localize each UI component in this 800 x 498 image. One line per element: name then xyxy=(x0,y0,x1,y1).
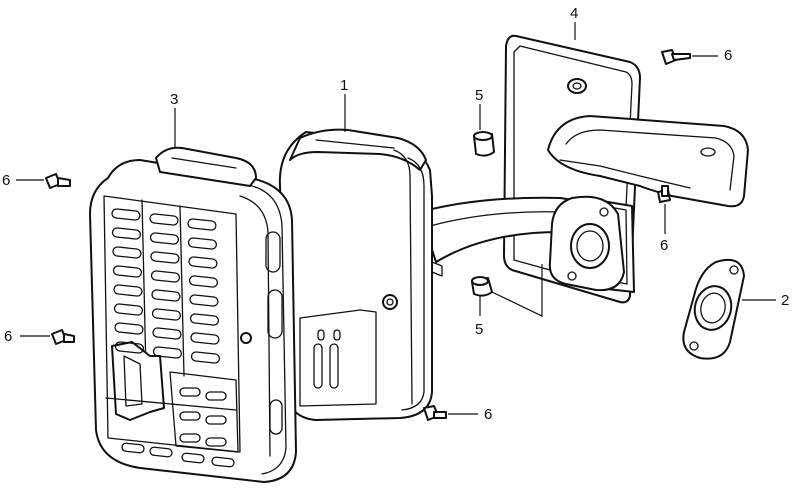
protector-slot xyxy=(189,313,220,326)
callout-part-3: 3 xyxy=(170,91,178,108)
callout-part-1: 1 xyxy=(340,77,348,94)
protector-slot xyxy=(179,411,201,421)
protector-slot xyxy=(150,270,181,283)
protector-slot xyxy=(114,341,145,354)
protector-slot xyxy=(190,332,220,345)
callout-part-4: 4 xyxy=(570,5,578,22)
protector-slot xyxy=(189,294,219,307)
callout-numbers: 3 1 4 5 5 6 6 6 6 6 2 xyxy=(2,5,789,423)
bolt-right-mid xyxy=(657,185,671,203)
muffler-protector xyxy=(89,146,297,483)
protector-slot xyxy=(149,446,173,458)
muffler-body xyxy=(278,128,443,421)
protector-slot xyxy=(188,275,219,288)
protector-slot xyxy=(205,415,227,425)
protector-slot xyxy=(111,208,141,221)
protector-slot xyxy=(112,265,143,278)
protector-slot xyxy=(190,351,221,364)
protector-slot-grid xyxy=(111,208,235,468)
callout-part-6-right-mid: 6 xyxy=(660,237,668,254)
heat-shield-bracket xyxy=(503,34,749,304)
protector-slot xyxy=(149,213,179,226)
protector-slot xyxy=(205,437,227,447)
bolt-left-lower xyxy=(51,329,75,345)
callout-part-5-upper: 5 xyxy=(475,87,483,104)
protector-slot xyxy=(152,327,182,340)
protector-slot xyxy=(211,456,235,468)
callout-part-2: 2 xyxy=(781,292,789,309)
protector-slot xyxy=(205,391,227,401)
protector-slot xyxy=(151,308,182,321)
callout-part-6-bottom: 6 xyxy=(484,406,492,423)
protector-slot xyxy=(150,251,180,264)
protector-slot xyxy=(152,346,183,359)
protector-slot xyxy=(151,289,181,302)
callout-part-6-top-right: 6 xyxy=(724,47,732,64)
leader-lines xyxy=(16,22,776,415)
protector-slot xyxy=(113,284,143,297)
exhaust-gasket xyxy=(682,258,745,360)
protector-slot xyxy=(114,322,144,335)
protector-slot xyxy=(179,433,201,443)
callout-part-5-lower: 5 xyxy=(475,321,483,338)
protector-slot xyxy=(121,442,145,454)
protector-slot xyxy=(187,237,218,250)
protector-slot xyxy=(113,303,144,316)
protector-slot xyxy=(149,232,180,245)
protector-slot xyxy=(181,452,205,464)
protector-slot xyxy=(188,256,218,269)
protector-slot xyxy=(112,246,142,259)
collar-upper xyxy=(473,131,495,157)
protector-slot xyxy=(111,227,142,240)
protector-slot xyxy=(179,387,201,397)
exhaust-pipe xyxy=(419,195,625,292)
bolt-top-right xyxy=(661,49,691,65)
callout-part-6-left-upper: 6 xyxy=(2,172,10,189)
collar-lower xyxy=(471,276,493,297)
protector-slot xyxy=(187,218,217,231)
callout-part-6-left-lower: 6 xyxy=(4,328,12,345)
bolt-left-upper xyxy=(45,173,71,189)
bolt-bottom xyxy=(423,405,447,421)
